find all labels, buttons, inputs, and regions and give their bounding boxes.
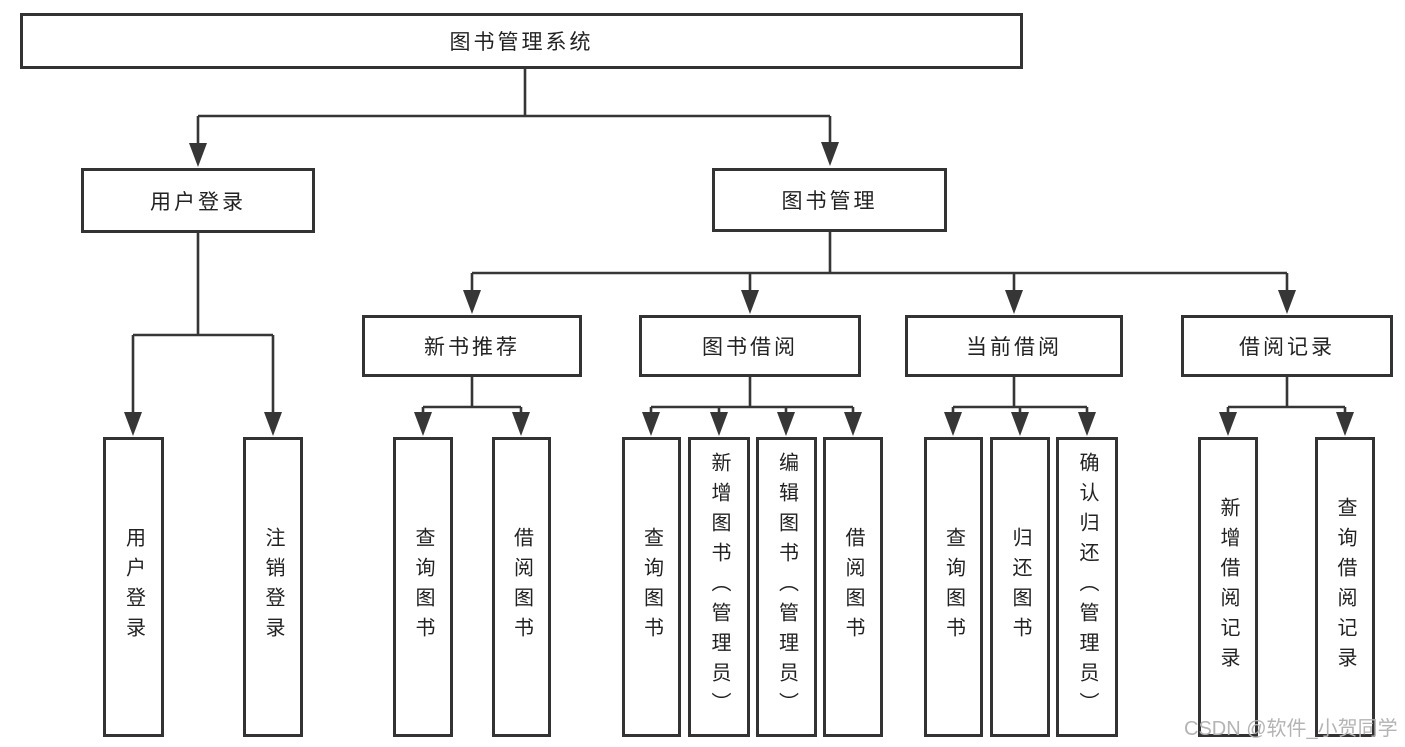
leaf-query-books-recommend-label: 查询图书 bbox=[412, 527, 434, 647]
leaf-query-borrow-record: 查询借阅记录 bbox=[1315, 437, 1375, 737]
node-book-borrow: 图书借阅 bbox=[639, 315, 861, 377]
node-root-label: 图书管理系统 bbox=[449, 31, 594, 54]
csdn-watermark: CSDN @软件_小贺同学 bbox=[1184, 718, 1398, 740]
leaf-confirm-return-admin: 确认归还（管理员） bbox=[1056, 437, 1118, 737]
node-book-borrow-label: 图书借阅 bbox=[702, 336, 798, 359]
node-borrow-records-label: 借阅记录 bbox=[1239, 336, 1335, 359]
node-root: 图书管理系统 bbox=[20, 13, 1023, 69]
node-borrow-records: 借阅记录 bbox=[1181, 315, 1393, 377]
leaf-borrow-books-recommend-label: 借阅图书 bbox=[510, 527, 533, 647]
leaf-query-books-recommend: 查询图书 bbox=[393, 437, 453, 737]
connector-user-login bbox=[131, 233, 275, 420]
node-book-management-label: 图书管理 bbox=[781, 190, 878, 213]
connector-book-management bbox=[470, 232, 1289, 300]
connector-root bbox=[196, 69, 832, 152]
leaf-return-book: 归还图书 bbox=[990, 437, 1050, 737]
leaf-logout-label: 注销登录 bbox=[262, 527, 284, 647]
leaf-add-borrow-record-label: 新增借阅记录 bbox=[1217, 497, 1239, 677]
connector-book-borrow bbox=[649, 377, 855, 420]
node-user-login: 用户登录 bbox=[81, 168, 315, 233]
leaf-add-book-admin-label: 新增图书（管理员） bbox=[708, 452, 730, 722]
leaf-add-borrow-record: 新增借阅记录 bbox=[1198, 437, 1258, 737]
connector-new-book bbox=[421, 377, 523, 420]
node-user-login-label: 用户登录 bbox=[150, 190, 246, 214]
leaf-borrow-books: 借阅图书 bbox=[823, 437, 883, 737]
node-new-book-recommend: 新书推荐 bbox=[362, 315, 582, 377]
leaf-user-login-label: 用户登录 bbox=[122, 527, 145, 647]
leaf-query-books-borrow-label: 查询图书 bbox=[640, 527, 663, 647]
connector-borrow-records bbox=[1226, 377, 1347, 420]
leaf-borrow-books-recommend: 借阅图书 bbox=[492, 437, 551, 737]
leaf-logout: 注销登录 bbox=[243, 437, 303, 737]
leaf-return-book-label: 归还图书 bbox=[1009, 527, 1031, 647]
leaf-user-login: 用户登录 bbox=[103, 437, 164, 737]
node-current-borrow: 当前借阅 bbox=[905, 315, 1123, 377]
leaf-add-book-admin: 新增图书（管理员） bbox=[688, 437, 750, 737]
node-book-management: 图书管理 bbox=[712, 168, 947, 232]
leaf-edit-book-admin: 编辑图书（管理员） bbox=[756, 437, 817, 737]
leaf-query-books-current-label: 查询图书 bbox=[942, 527, 965, 647]
arrowheads bbox=[124, 142, 1354, 436]
node-current-borrow-label: 当前借阅 bbox=[966, 336, 1062, 359]
leaf-confirm-return-admin-label: 确认归还（管理员） bbox=[1076, 452, 1098, 722]
leaf-query-borrow-record-label: 查询借阅记录 bbox=[1334, 497, 1356, 677]
leaf-borrow-books-label: 借阅图书 bbox=[842, 527, 864, 647]
leaf-query-books-borrow: 查询图书 bbox=[622, 437, 681, 737]
leaf-edit-book-admin-label: 编辑图书（管理员） bbox=[775, 452, 798, 722]
leaf-query-books-current: 查询图书 bbox=[924, 437, 983, 737]
node-new-book-recommend-label: 新书推荐 bbox=[424, 336, 520, 359]
